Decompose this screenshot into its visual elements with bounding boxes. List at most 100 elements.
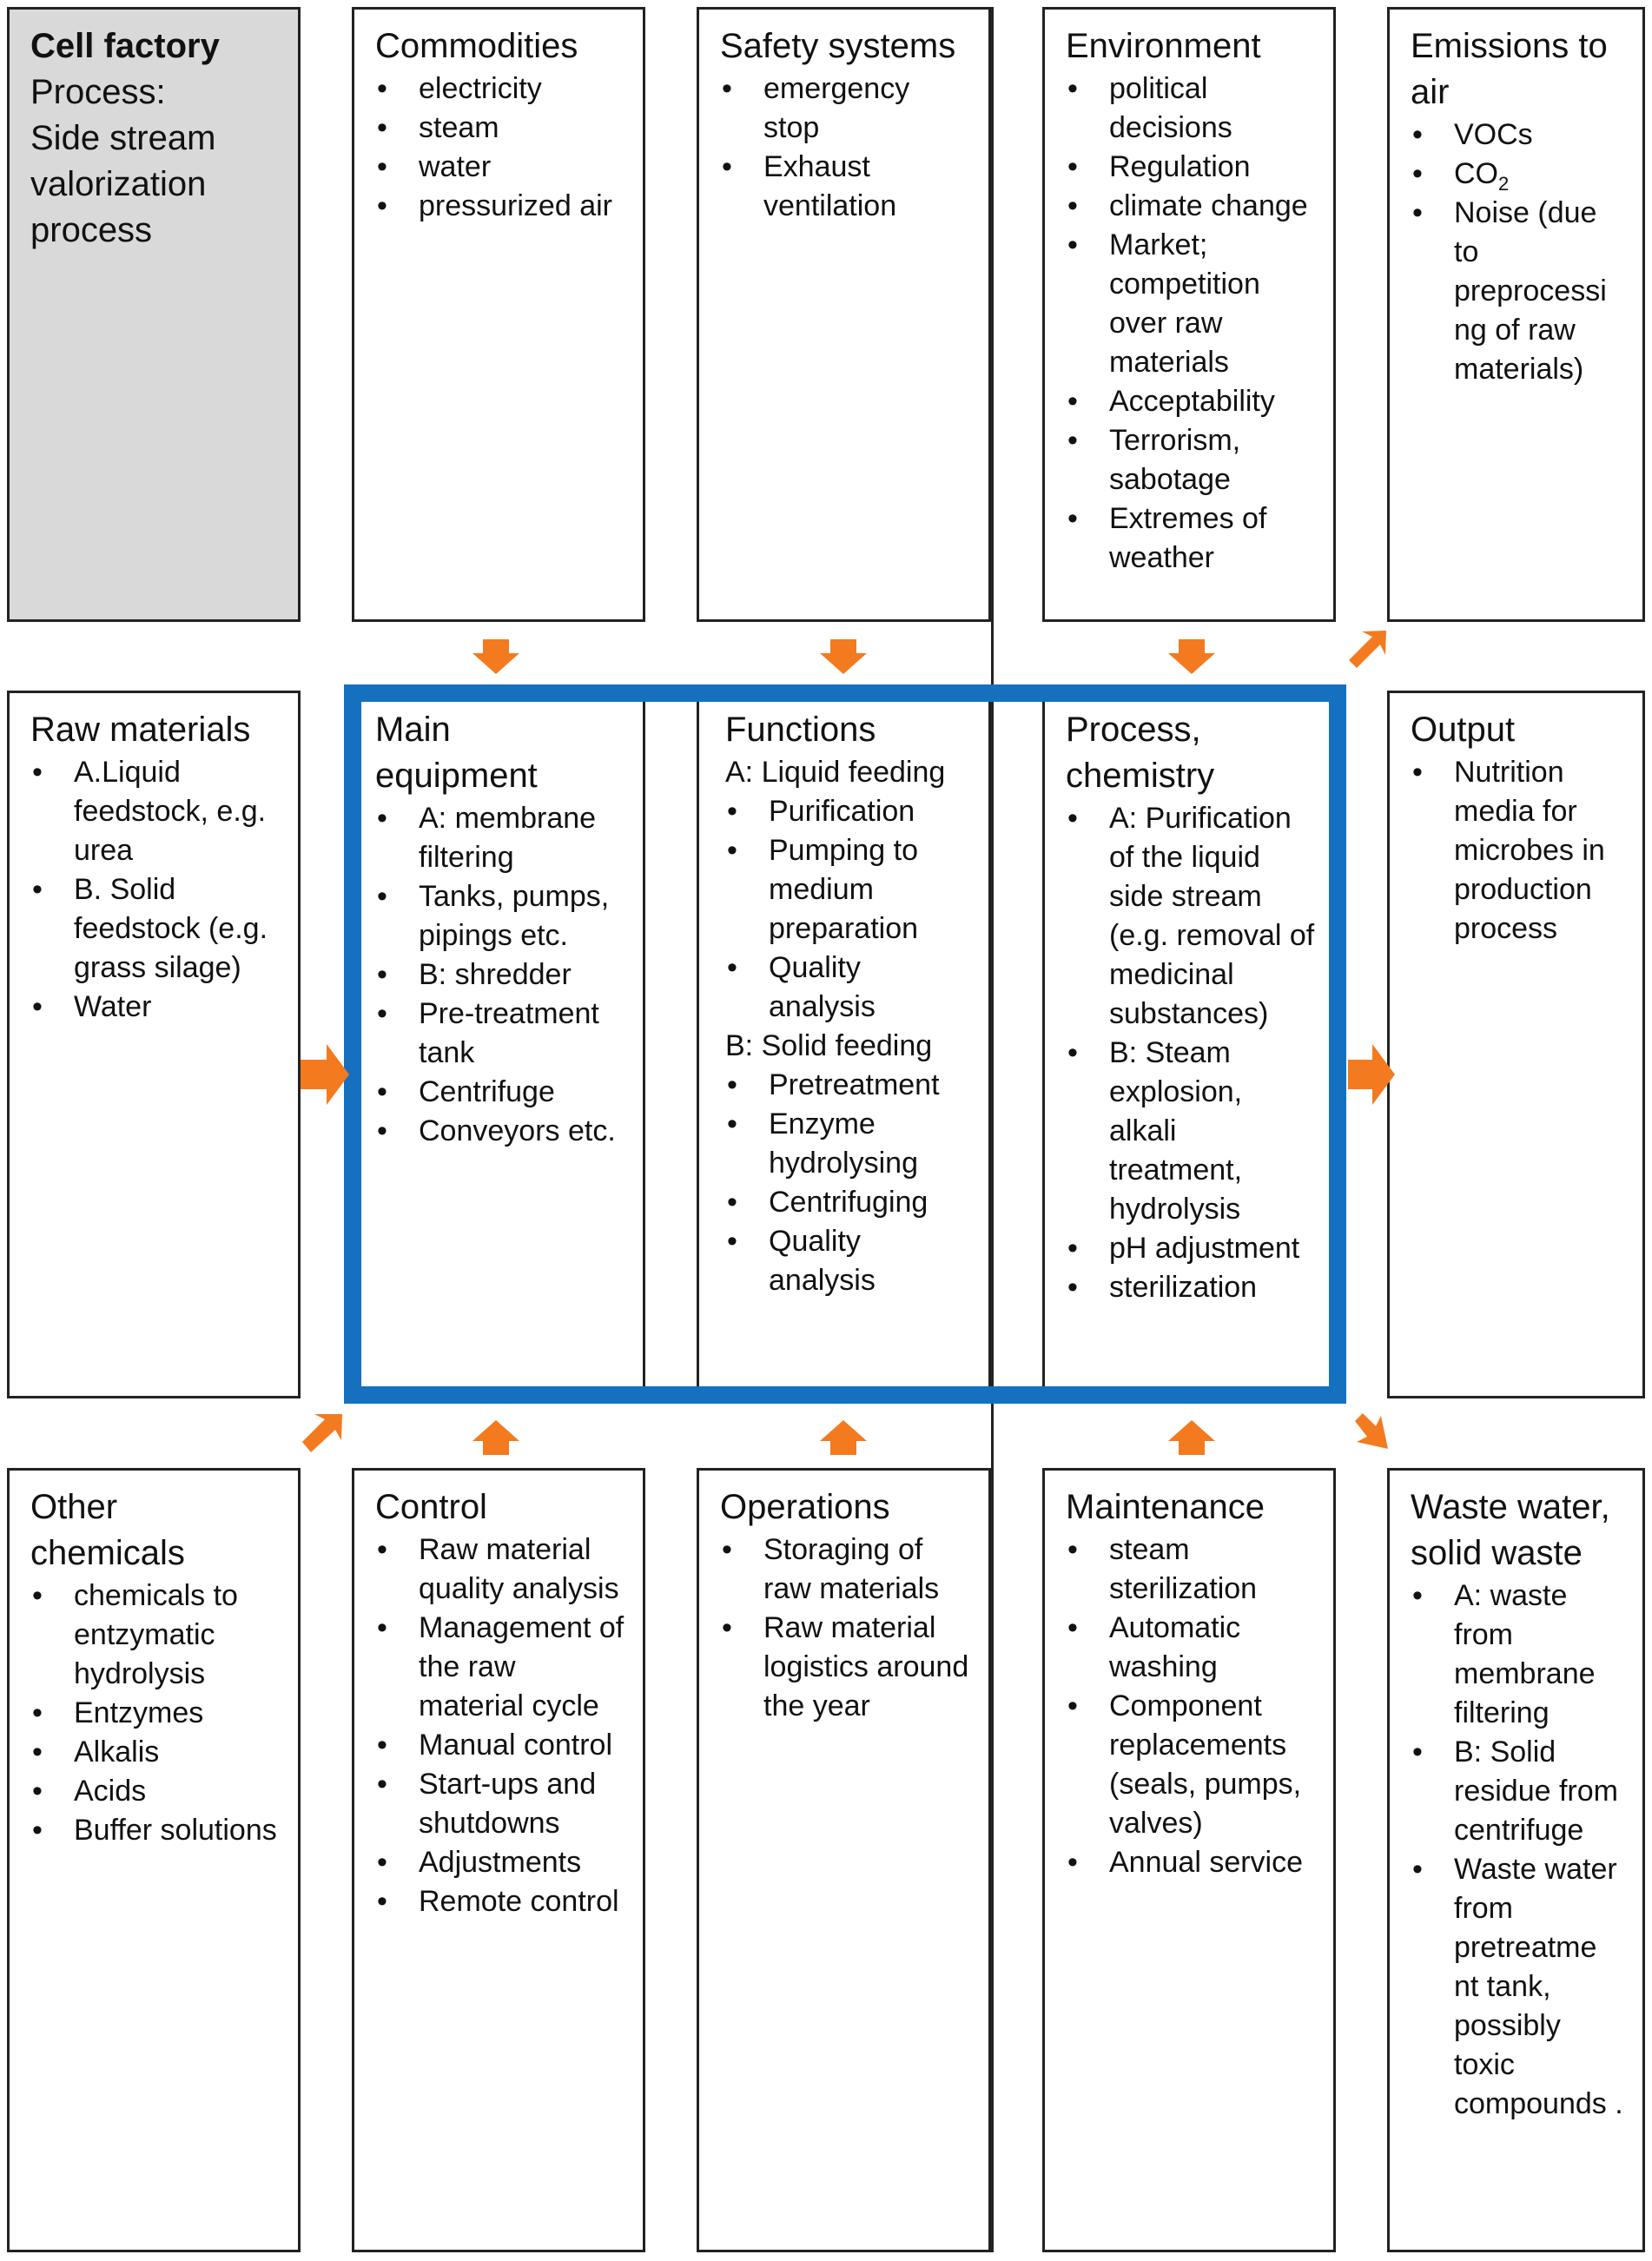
list-item: Waste water from pretreatme nt tank, pos… xyxy=(1411,1850,1625,2124)
cell-factory-label: Cell factory xyxy=(30,27,220,65)
list-item: Pre-treatment tank xyxy=(375,995,625,1073)
arrow-up-right-icon xyxy=(1349,631,1386,668)
list-item: Purification xyxy=(725,792,971,831)
process-chemistry-list: A: Purification of the liquid side strea… xyxy=(1066,799,1316,1307)
list-item: political decisions xyxy=(1066,69,1316,148)
process-chemistry-title: Process, chemistry xyxy=(1066,711,1215,795)
list-item: Exhaust ventilation xyxy=(720,148,971,226)
operations-title: Operations xyxy=(720,1488,890,1526)
list-item: A: waste from membrane filtering xyxy=(1411,1577,1625,1733)
list-item: chemicals to entzymatic hydrolysis xyxy=(30,1577,281,1694)
arrow-up-icon xyxy=(1168,1420,1215,1455)
output-box: Output Nutrition media for microbes in p… xyxy=(1387,691,1645,1398)
main-equipment-list: A: membrane filtering Tanks, pumps, pipi… xyxy=(375,799,625,1151)
list-item: Storaging of raw materials xyxy=(720,1530,971,1609)
list-item: water xyxy=(375,148,625,187)
waste-box: Waste water, solid waste A: waste from m… xyxy=(1387,1468,1645,2252)
functions-subhead-a: A: Liquid feeding xyxy=(725,756,946,789)
raw-materials-title: Raw materials xyxy=(30,711,251,749)
co2-subscript: 2 xyxy=(1498,172,1510,195)
list-item: A.Liquid feedstock, e.g. urea xyxy=(30,753,281,870)
list-item: Automatic washing xyxy=(1066,1609,1316,1687)
arrow-down-icon xyxy=(472,639,519,674)
arrow-up-icon xyxy=(472,1420,519,1455)
operations-box: Operations Storaging of raw materials Ra… xyxy=(697,1468,991,2252)
waste-title: Waste water, solid waste xyxy=(1411,1488,1610,1572)
arrow-down-icon xyxy=(820,639,867,674)
list-item: Conveyors etc. xyxy=(375,1112,625,1151)
list-item: Acceptability xyxy=(1066,382,1316,421)
environment-title: Environment xyxy=(1066,27,1261,65)
list-item: Raw material quality analysis xyxy=(375,1530,625,1609)
list-item: Remote control xyxy=(375,1882,625,1921)
list-item: steam xyxy=(375,109,625,148)
raw-materials-list: A.Liquid feedstock, e.g. urea B. Solid f… xyxy=(30,753,281,1027)
list-item: A: Purification of the liquid side strea… xyxy=(1066,799,1316,1034)
list-item: Centrifuging xyxy=(725,1183,971,1222)
arrow-down-icon xyxy=(1168,639,1215,674)
safety-systems-list: emergency stop Exhaust ventilation xyxy=(720,69,971,226)
list-item: Raw material logistics around the year xyxy=(720,1609,971,1726)
list-item: VOCs xyxy=(1411,116,1625,155)
environment-list: political decisions Regulation climate c… xyxy=(1066,69,1316,578)
list-item: Noise (due to preprocessi ng of raw mate… xyxy=(1411,194,1625,389)
output-list: Nutrition media for microbes in producti… xyxy=(1411,753,1625,949)
maintenance-box: Maintenance steam sterilization Automati… xyxy=(1042,1468,1336,2252)
list-item: Quality analysis xyxy=(725,1222,971,1300)
other-chemicals-list: chemicals to entzymatic hydrolysis Entzy… xyxy=(30,1577,281,1850)
other-chemicals-title: Other chemicals xyxy=(30,1488,185,1572)
process-name-line: process xyxy=(30,211,153,249)
functions-box: Functions A: Liquid feeding Purification… xyxy=(697,691,991,1398)
process-name-line: valorization xyxy=(30,165,207,203)
list-item: Buffer solutions xyxy=(30,1811,281,1850)
cell-factory-box: Cell factory Process: Side stream valori… xyxy=(7,7,301,622)
list-item: sterilization xyxy=(1066,1268,1316,1307)
list-item: pressurized air xyxy=(375,187,625,226)
list-item: Annual service xyxy=(1066,1843,1316,1882)
control-box: Control Raw material quality analysis Ma… xyxy=(352,1468,645,2252)
list-item: B. Solid feedstock (e.g. grass silage) xyxy=(30,870,281,988)
list-item: emergency stop xyxy=(720,69,971,148)
commodities-title: Commodities xyxy=(375,27,578,65)
other-chemicals-box: Other chemicals chemicals to entzymatic … xyxy=(7,1468,301,2252)
safety-systems-title: Safety systems xyxy=(720,27,956,65)
arrow-down-right-icon xyxy=(1355,1413,1388,1449)
list-item: pH adjustment xyxy=(1066,1229,1316,1268)
process-label: Process: xyxy=(30,73,166,111)
list-item: Component replacements (seals, pumps, va… xyxy=(1066,1687,1316,1843)
functions-list-a: Purification Pumping to medium preparati… xyxy=(725,792,971,1027)
output-title: Output xyxy=(1411,711,1516,749)
list-item: Pumping to medium preparation xyxy=(725,831,971,949)
emissions-box: Emissions to air VOCs CO2 Noise (due to … xyxy=(1387,7,1645,622)
emissions-title: Emissions to air xyxy=(1411,27,1608,111)
process-name-line: Side stream xyxy=(30,119,216,157)
emissions-list: VOCs CO2 Noise (due to preprocessi ng of… xyxy=(1411,116,1625,389)
list-item: A: membrane filtering xyxy=(375,799,625,877)
list-item: steam sterilization xyxy=(1066,1530,1316,1609)
list-item: climate change xyxy=(1066,187,1316,226)
raw-materials-box: Raw materials A.Liquid feedstock, e.g. u… xyxy=(7,691,301,1398)
maintenance-list: steam sterilization Automatic washing Co… xyxy=(1066,1530,1316,1882)
list-item: CO2 xyxy=(1411,155,1625,194)
list-item: Entzymes xyxy=(30,1694,281,1733)
control-list: Raw material quality analysis Management… xyxy=(375,1530,625,1921)
functions-list-b: Pretreatment Enzyme hydrolysing Centrifu… xyxy=(725,1066,971,1300)
co2-label: CO xyxy=(1454,157,1498,190)
list-item: Regulation xyxy=(1066,148,1316,187)
arrow-up-right-icon xyxy=(302,1414,342,1452)
environment-box: Environment political decisions Regulati… xyxy=(1042,7,1336,622)
list-item: Market; competition over raw materials xyxy=(1066,226,1316,382)
maintenance-title: Maintenance xyxy=(1066,1488,1265,1526)
list-item: Water xyxy=(30,988,281,1027)
list-item: Acids xyxy=(30,1772,281,1811)
list-item: Quality analysis xyxy=(725,949,971,1027)
list-item: Terrorism, sabotage xyxy=(1066,421,1316,499)
list-item: B: Solid residue from centrifuge xyxy=(1411,1733,1625,1850)
arrow-up-icon xyxy=(820,1420,867,1455)
functions-subhead-b: B: Solid feeding xyxy=(725,1029,933,1062)
main-equipment-box: Main equipment A: membrane filtering Tan… xyxy=(352,691,645,1398)
control-title: Control xyxy=(375,1488,487,1526)
waste-list: A: waste from membrane filtering B: Soli… xyxy=(1411,1577,1625,2124)
list-item: Pretreatment xyxy=(725,1066,971,1105)
commodities-list: electricity steam water pressurized air xyxy=(375,69,625,226)
